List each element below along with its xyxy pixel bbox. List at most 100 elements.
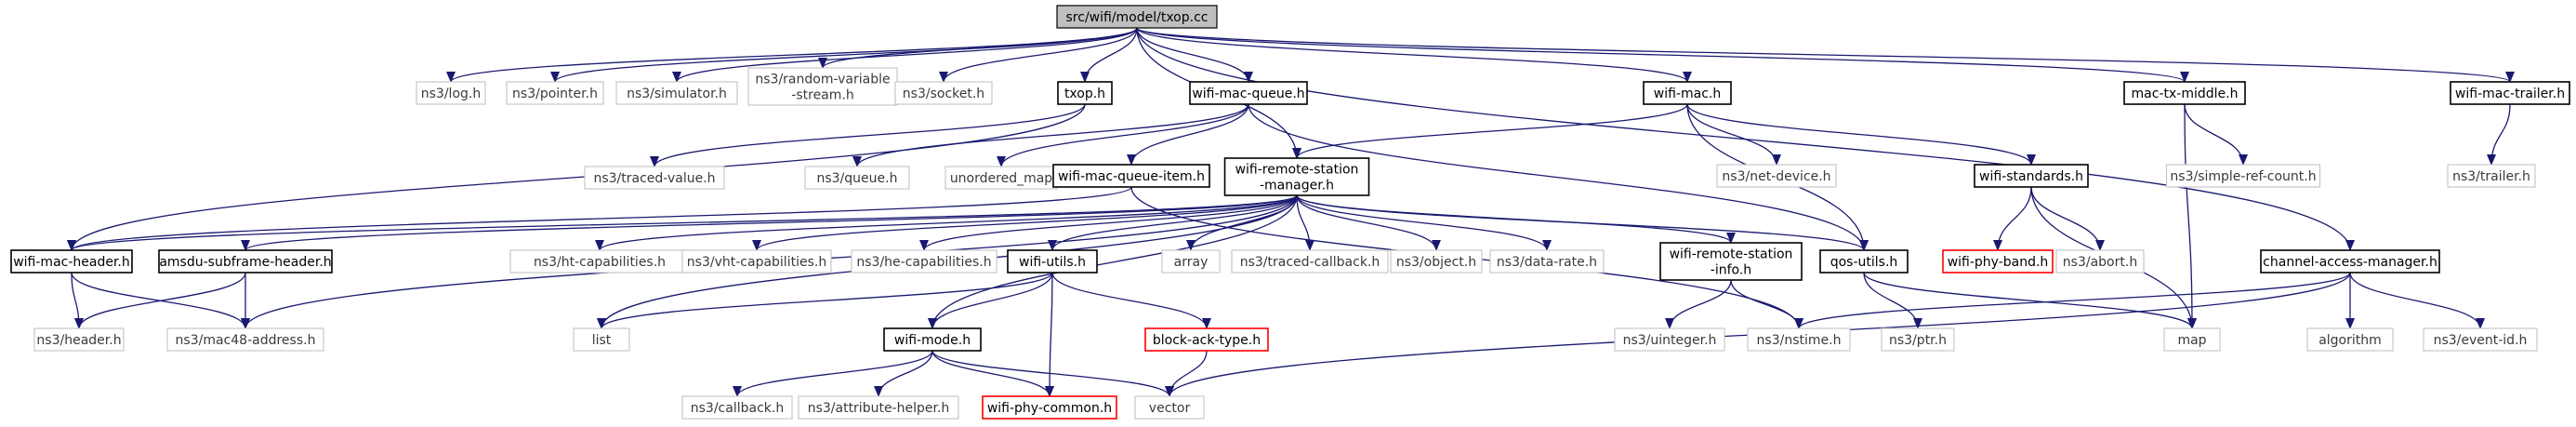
edge-wmq-to-queue — [852, 103, 1249, 167]
node-attr-label: ns3/attribute-helper.h — [808, 401, 950, 416]
node-netdev-box — [1716, 164, 1837, 188]
edge-wmqi-to-wmh — [67, 186, 1132, 251]
node-vector: vector — [1134, 395, 1205, 420]
node-uinteger-box — [1614, 327, 1725, 352]
edge-wmq-to-wmqi — [1127, 103, 1249, 166]
node-mac48-label: ns3/mac48-address.h — [176, 333, 316, 348]
node-wmt-box — [2450, 81, 2570, 105]
edges — [67, 27, 2515, 397]
node-simple_ref-label: ns3/simple-ref-count.h — [2170, 169, 2316, 184]
edge-wutils-to-wmode — [928, 272, 1053, 329]
edge-txop-to-wmh — [67, 103, 1086, 251]
node-ht-label: ns3/ht-capabilities.h — [534, 255, 666, 270]
node-uinteger: ns3/uinteger.h — [1614, 327, 1725, 352]
node-pointer: ns3/pointer.h — [506, 81, 604, 105]
edge-wmode-to-attr — [874, 350, 933, 397]
node-trailer-label: ns3/trailer.h — [2452, 169, 2530, 184]
edge-wutils-to-bat — [1051, 272, 1211, 329]
edge-root-to-wmq — [1136, 27, 1253, 83]
node-wutils[interactable]: wifi-utils.h — [1007, 249, 1098, 274]
node-he-box — [851, 249, 997, 274]
node-wutils-label: wifi-utils.h — [1019, 255, 1086, 270]
node-simulator-label: ns3/simulator.h — [627, 87, 727, 101]
edge-root-to-random_var — [818, 27, 1138, 69]
node-wrsi-box — [1659, 242, 1803, 281]
node-algorithm-box — [2306, 327, 2394, 352]
node-wmq[interactable]: wifi-mac-queue.h — [1189, 81, 1308, 105]
node-wmode-label: wifi-mode.h — [894, 333, 971, 348]
node-root-label: src/wifi/model/txop.cc — [1066, 10, 1209, 25]
edge-wrsm-to-amsdu — [241, 194, 1298, 251]
node-wrsi[interactable]: wifi-remote-station-info.h — [1659, 242, 1803, 281]
node-wmqi[interactable]: wifi-mac-queue-item.h — [1052, 164, 1210, 188]
node-cam-label: channel-access-manager.h — [2263, 255, 2437, 270]
node-queue: ns3/queue.h — [804, 166, 910, 190]
node-datarate: ns3/data-rate.h — [1489, 249, 1605, 274]
node-array: array — [1161, 249, 1221, 274]
node-simulator-box — [615, 81, 738, 105]
node-wrsi-label: wifi-remote-station — [1670, 247, 1793, 262]
node-random_var: ns3/random-variable-stream.h — [747, 67, 898, 106]
node-ht-box — [509, 249, 690, 274]
node-nstime-box — [1747, 327, 1851, 352]
node-object-box — [1390, 249, 1483, 274]
node-simple_ref-box — [2165, 164, 2321, 188]
node-txop[interactable]: txop.h — [1057, 81, 1113, 105]
node-traced_cb: ns3/traced-callback.h — [1231, 249, 1389, 274]
node-algorithm-label: algorithm — [2318, 333, 2382, 348]
node-wmode[interactable]: wifi-mode.h — [883, 327, 982, 352]
edge-wstd-to-band — [1993, 186, 2032, 251]
node-he-label: ns3/he-capabilities.h — [856, 255, 991, 270]
node-array-box — [1161, 249, 1221, 274]
node-wrsm[interactable]: wifi-remote-station-manager.h — [1223, 157, 1370, 196]
edge-wrsm-to-traced_cb — [1296, 194, 1314, 251]
edge-wmode-to-callback — [733, 350, 933, 397]
edge-amsdu-to-header — [74, 272, 246, 329]
node-abort: ns3/abort.h — [2055, 249, 2145, 274]
node-mtm[interactable]: mac-tx-middle.h — [2123, 81, 2246, 105]
node-root-box — [1056, 5, 1218, 29]
edge-cam-to-nstime — [1794, 272, 2351, 329]
node-phycommon[interactable]: wifi-phy-common.h — [982, 395, 1117, 420]
edge-wrsm-to-datarate — [1296, 194, 1552, 251]
node-qos-box — [1819, 249, 1909, 274]
node-bat[interactable]: block-ack-type.h — [1144, 327, 1269, 352]
node-wifimac[interactable]: wifi-mac.h — [1643, 81, 1732, 105]
node-attr: ns3/attribute-helper.h — [798, 395, 959, 420]
node-wmq-box — [1189, 81, 1308, 105]
node-wmqi-box — [1052, 164, 1210, 188]
node-qos[interactable]: qos-utils.h — [1819, 249, 1909, 274]
edge-wmq-to-umap — [997, 103, 1249, 167]
node-datarate-box — [1489, 249, 1605, 274]
node-eventid-box — [2423, 327, 2538, 352]
node-traced_value: ns3/traced-value.h — [584, 166, 725, 190]
node-wstd[interactable]: wifi-standards.h — [1974, 164, 2089, 188]
node-root[interactable]: src/wifi/model/txop.cc — [1056, 5, 1218, 29]
node-txop-box — [1057, 81, 1113, 105]
edge-wifimac-to-netdev — [1686, 103, 1781, 166]
node-wmh[interactable]: wifi-mac-header.h — [10, 249, 133, 274]
node-callback: ns3/callback.h — [681, 395, 793, 420]
node-cam[interactable]: channel-access-manager.h — [2260, 249, 2440, 274]
edge-root-to-mtm — [1136, 27, 2189, 83]
node-ptr-box — [1881, 327, 1955, 352]
node-mtm-label: mac-tx-middle.h — [2132, 87, 2239, 101]
node-eventid: ns3/event-id.h — [2423, 327, 2538, 352]
node-wstd-box — [1974, 164, 2089, 188]
node-random_var-box — [747, 67, 898, 106]
node-wmt[interactable]: wifi-mac-trailer.h — [2450, 81, 2570, 105]
edge-root-to-simulator — [672, 27, 1138, 83]
node-phycommon-box — [982, 395, 1117, 420]
node-band[interactable]: wifi-phy-band.h — [1942, 249, 2054, 274]
edge-wstd-to-abort — [2030, 186, 2105, 251]
edge-root-to-wmt — [1136, 27, 2515, 83]
edge-root-to-wifimac — [1136, 27, 1692, 83]
node-abort-label: ns3/abort.h — [2063, 255, 2137, 270]
node-wmh-label: wifi-mac-header.h — [13, 255, 130, 270]
node-amsdu[interactable]: amsdu-subframe-header.h — [158, 249, 333, 274]
node-wifimac-box — [1643, 81, 1732, 105]
node-pointer-label: ns3/pointer.h — [512, 87, 598, 101]
node-netdev: ns3/net-device.h — [1716, 164, 1837, 188]
